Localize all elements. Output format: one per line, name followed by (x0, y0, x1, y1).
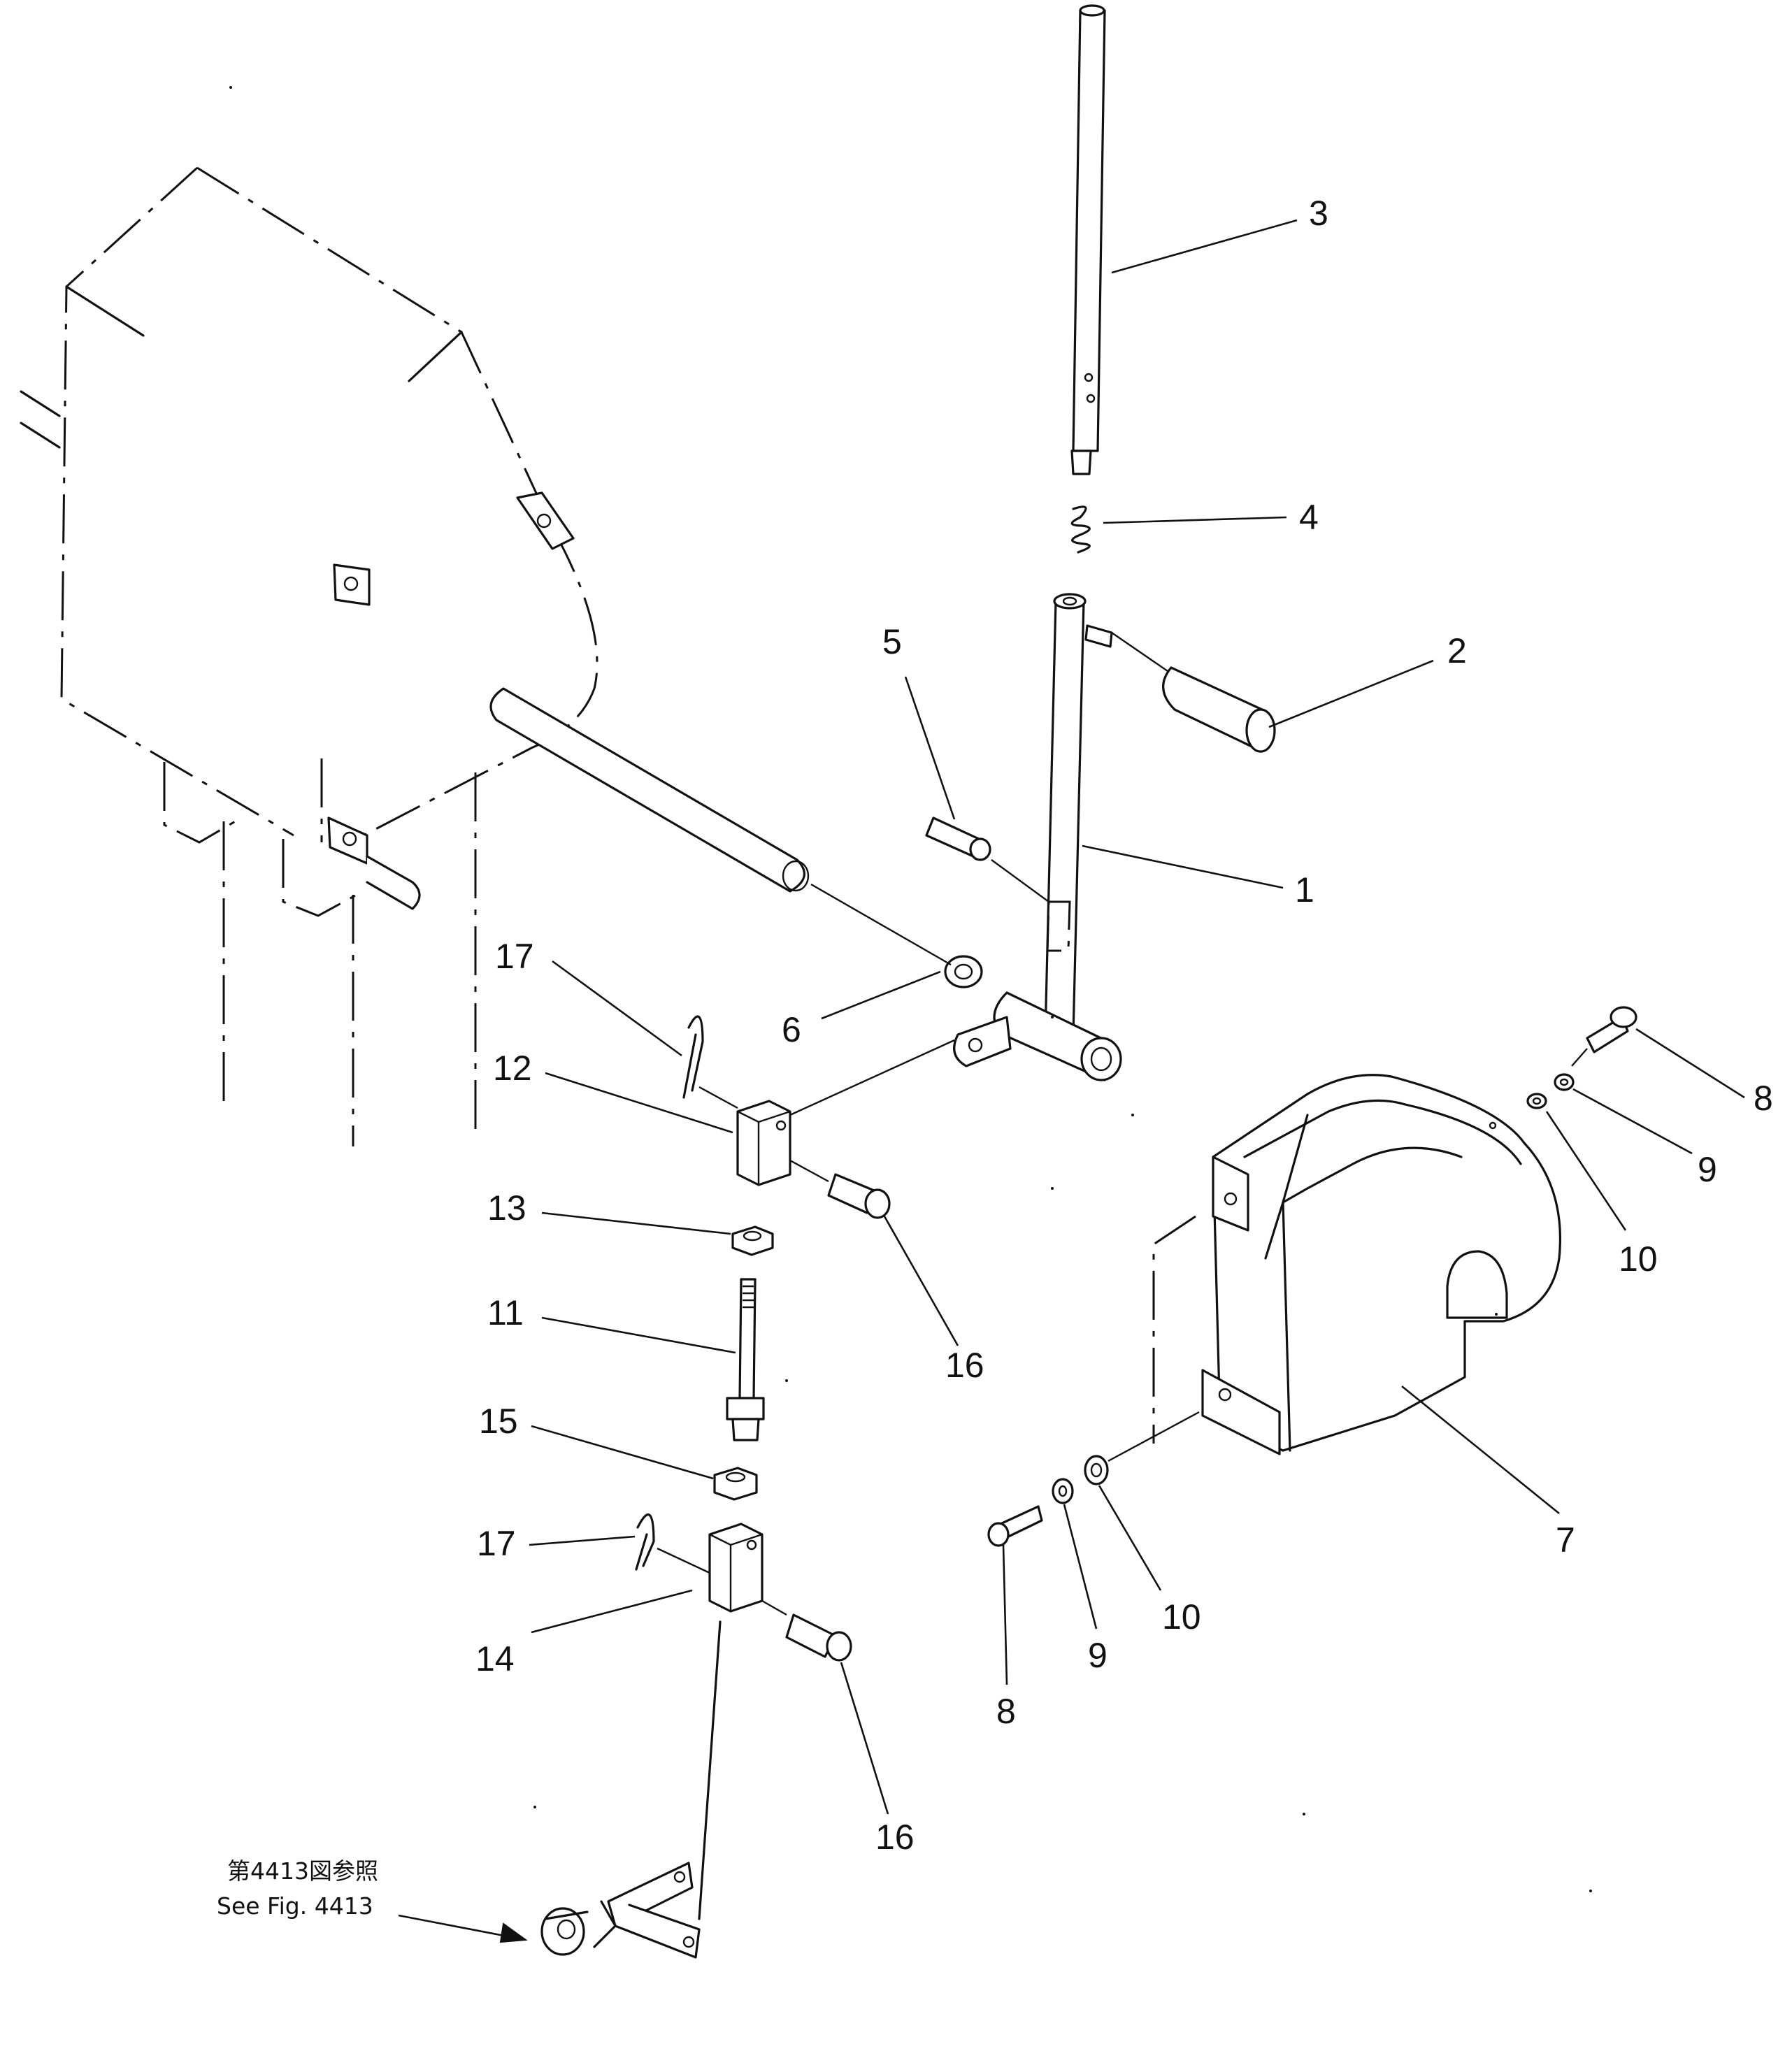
part-17-lower-cotter (635, 1513, 655, 1571)
label-8-lower: 8 (996, 1692, 1016, 1731)
label-9-right: 9 (1698, 1150, 1717, 1189)
housing-phantom (20, 166, 810, 1146)
label-6: 6 (782, 1010, 801, 1049)
label-10-right: 10 (1619, 1239, 1658, 1279)
part-16-lower-pin (785, 1613, 852, 1662)
label-9-lower: 9 (1088, 1636, 1108, 1675)
part-3-upper-rod (1070, 4, 1106, 475)
label-17-upper: 17 (495, 937, 534, 976)
label-10-lower: 10 (1162, 1597, 1201, 1636)
part-11-threaded-rod (726, 1278, 765, 1441)
label-7: 7 (1556, 1520, 1575, 1560)
label-3: 3 (1309, 194, 1328, 233)
part-7-cover (1152, 1074, 1562, 1455)
assembly-centre-lines (657, 632, 1588, 1616)
label-16-upper: 16 (945, 1346, 984, 1385)
label-12: 12 (493, 1049, 532, 1088)
label-5: 5 (882, 622, 902, 661)
part-14-lower-clevis (708, 1523, 764, 1613)
part-15-lower-nut (713, 1467, 758, 1501)
label-1: 1 (1295, 870, 1314, 909)
part-13-upper-nut (731, 1225, 774, 1256)
label-15: 15 (479, 1402, 518, 1441)
label-4: 4 (1299, 498, 1319, 537)
print-specks (229, 86, 1592, 1892)
label-8-right: 8 (1754, 1079, 1773, 1118)
label-11: 11 (487, 1293, 524, 1332)
label-16-lower: 16 (875, 1818, 915, 1857)
part-labels: 3 4 2 5 1 6 8 9 10 7 10 9 8 17 12 13 11 … (217, 194, 1773, 1920)
leader-lines (398, 219, 1745, 1943)
label-2: 2 (1447, 631, 1467, 670)
reference-english: See Fig. 4413 (217, 1892, 373, 1920)
part-8-bolt-lower (987, 1505, 1043, 1547)
part-6-washer (944, 955, 983, 988)
part-16-upper-pin (827, 1173, 891, 1219)
reference-japanese: 第4413図参照 (227, 1857, 378, 1885)
label-14: 14 (475, 1639, 515, 1678)
part-12-upper-clevis (736, 1100, 791, 1186)
part-10-washer-lower (1084, 1455, 1109, 1485)
part-9-lockwasher-right (1554, 1073, 1575, 1091)
label-13: 13 (487, 1188, 526, 1228)
part-2-knob (1084, 624, 1276, 753)
label-17-lower: 17 (477, 1524, 516, 1563)
part-4-spring (1070, 505, 1091, 554)
part-17-upper-cotter (682, 1015, 704, 1099)
part-9-lockwasher-lower (1052, 1478, 1074, 1504)
part-10-washer-right (1526, 1093, 1547, 1109)
lower-linkage (540, 1620, 722, 1959)
part-8-bolt-right (1586, 1006, 1637, 1053)
part-5-pin (925, 816, 991, 861)
part-1-lever (953, 593, 1122, 1081)
